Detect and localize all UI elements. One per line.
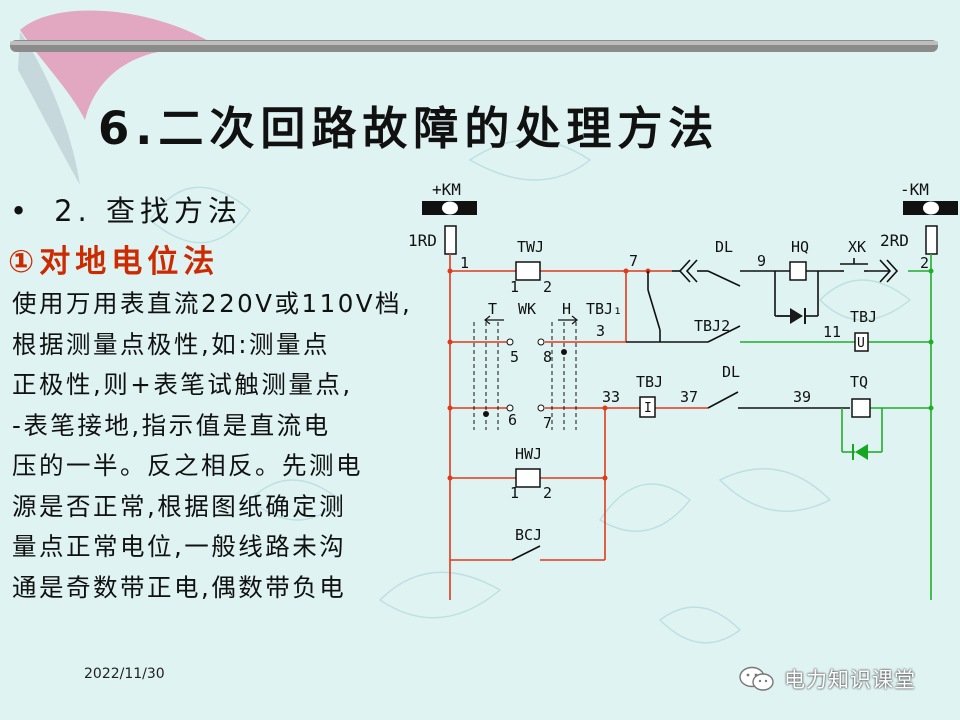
method-title: ①对地电位法 — [8, 244, 220, 280]
section-label: 2. 查找方法 — [54, 194, 242, 228]
svg-text:H: H — [562, 300, 571, 318]
fuse-2rd — [925, 225, 938, 255]
svg-text:WK: WK — [518, 300, 536, 318]
wk-switch-lines — [473, 322, 577, 430]
svg-text:TBJ₁: TBJ₁ — [586, 300, 622, 318]
wk-arrows — [484, 315, 578, 325]
svg-text:BCJ: BCJ — [515, 526, 542, 544]
fuse-1rd — [444, 225, 457, 255]
svg-text:7: 7 — [543, 414, 552, 432]
svg-text:2: 2 — [543, 484, 552, 502]
svg-text:DL: DL — [715, 238, 733, 256]
hq-diode — [777, 308, 806, 324]
svg-text:37: 37 — [680, 388, 698, 406]
svg-text:2: 2 — [920, 254, 929, 272]
contacts — [511, 258, 899, 561]
negative-bus: -KM — [900, 180, 958, 215]
hq-coil — [789, 261, 807, 281]
body-paragraph: 使用万用表直流220V或110V档, 根据测量点极性,如:测量点 正极性,则+表… — [12, 284, 432, 608]
svg-text:1: 1 — [460, 254, 469, 272]
svg-text:9: 9 — [757, 252, 766, 270]
section-heading: • 2. 查找方法 — [10, 188, 242, 230]
svg-text:TBJ2: TBJ2 — [694, 317, 730, 335]
svg-text:DL: DL — [722, 363, 740, 381]
wk-terminals — [506, 338, 545, 412]
tq-coil — [851, 398, 871, 418]
hwj-coil — [515, 468, 541, 488]
twj-coil — [515, 261, 541, 281]
svg-text:11: 11 — [823, 323, 841, 341]
svg-text:TWJ: TWJ — [517, 238, 544, 256]
slide-title: 6.二次回路故障的处理方法 — [98, 102, 720, 155]
svg-text:HQ: HQ — [791, 238, 809, 256]
svg-text:TBJ: TBJ — [636, 373, 663, 391]
svg-text:TBJ: TBJ — [850, 308, 877, 326]
body-line: 使用万用表直流220V或110V档, — [12, 289, 413, 318]
body-line: 正极性,则+表笔试触测量点, — [12, 370, 353, 399]
body-line: 压的一半。反之相反。先测电 — [12, 451, 363, 480]
svg-text:2: 2 — [543, 278, 552, 296]
svg-text:T: T — [488, 300, 497, 318]
body-line: -表笔接地,指示值是直流电 — [12, 410, 331, 440]
wk-dot-h — [561, 349, 567, 355]
body-line: 根据测量点极性,如:测量点 — [12, 329, 331, 359]
svg-text:HWJ: HWJ — [515, 445, 542, 463]
slide-date: 2022/11/30 — [84, 666, 165, 682]
svg-text:I: I — [644, 401, 652, 416]
node-numbers: 1 2 7 9 1 2 3 5 8 11 6 7 33 37 39 1 2 — [460, 252, 929, 502]
brand-label: 电力知识课堂 — [784, 668, 916, 692]
red-wiring — [449, 254, 708, 600]
svg-text:7: 7 — [629, 252, 638, 270]
component-labels: TWJ DL HQ XK T WK H TBJ₁ TBJ2 TBJ U TBJ … — [488, 238, 877, 544]
positive-bus: +KM — [422, 180, 477, 215]
svg-text:8: 8 — [543, 348, 552, 366]
svg-text:6: 6 — [508, 411, 517, 429]
svg-text:39: 39 — [793, 388, 811, 406]
svg-text:1: 1 — [510, 484, 519, 502]
svg-text:3: 3 — [596, 322, 605, 340]
bullet-marker: • — [10, 194, 33, 228]
brand-watermark: 电力知识课堂 — [738, 664, 916, 694]
svg-text:XK: XK — [848, 238, 866, 256]
wk-dot-t — [483, 411, 489, 417]
green-junctions — [928, 268, 934, 411]
body-line: 源是否正常,根据图纸确定测 — [12, 491, 347, 521]
fuse-1rd-label: 1RD — [408, 231, 437, 250]
red-junctions — [447, 268, 651, 481]
svg-text:TQ: TQ — [850, 373, 868, 391]
body-line: 量点正常电位,一般线路未沟 — [12, 532, 347, 561]
negative-bus-label: -KM — [900, 180, 929, 199]
tq-diode — [852, 444, 868, 460]
fuse-2rd-label: 2RD — [880, 231, 909, 250]
body-line: 通是奇数带正电,偶数带负电 — [12, 572, 347, 602]
positive-bus-label: +KM — [432, 180, 461, 199]
svg-text:5: 5 — [510, 348, 519, 366]
svg-text:1: 1 — [510, 278, 519, 296]
svg-text:33: 33 — [602, 388, 620, 406]
svg-text:U: U — [857, 336, 865, 351]
tbj-u-coil — [854, 332, 869, 352]
tbj-i-coil — [639, 396, 656, 418]
wechat-icon — [739, 666, 774, 691]
green-wiring — [740, 254, 932, 600]
